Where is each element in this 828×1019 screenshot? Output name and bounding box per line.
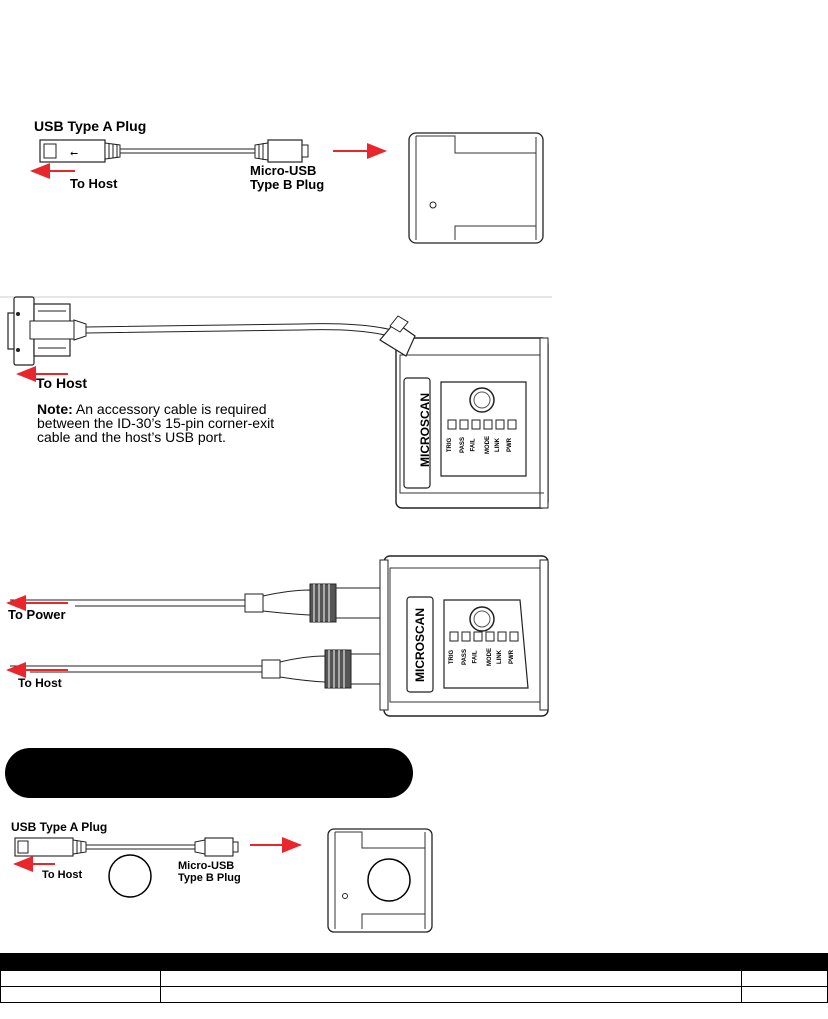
note-text-line3: cable and the host’s USB port. <box>37 429 226 445</box>
id30-reader-side-view <box>408 132 544 244</box>
brand-logo: MICROSCAN <box>413 608 427 682</box>
usb-cable-diagram-1: ⭠ <box>30 132 544 244</box>
m12-cable-diagram <box>6 555 549 717</box>
id30-reader-front-view <box>379 555 549 717</box>
bottom-table <box>0 953 828 1003</box>
serial-cable-diagram <box>7 296 549 509</box>
micro-usb-plug-icon <box>254 139 309 163</box>
table-header-cell <box>160 953 742 971</box>
accessory-cable-note: Note: An accessory cable is required bet… <box>37 402 274 444</box>
callout-circle <box>108 854 152 898</box>
to-host-label: To Host <box>18 676 62 690</box>
table-header-cell <box>0 953 161 971</box>
table-cell <box>0 986 161 1003</box>
table-header-row <box>0 953 828 971</box>
db-connector-icon <box>7 296 87 366</box>
table-cell <box>160 970 742 987</box>
led-label-trig: TRIG <box>447 437 454 453</box>
led-label-pwr: PWR <box>507 438 513 452</box>
led-indicators <box>449 631 519 642</box>
table-row <box>0 970 828 987</box>
usb-a-plug-icon <box>14 837 87 857</box>
led-label-link: LINK <box>495 438 501 452</box>
table-header-cell <box>741 953 828 971</box>
usb-a-plug-label: USB Type A Plug <box>34 118 147 134</box>
led-label-mode: MODE <box>485 436 491 454</box>
led-label-pass: PASS <box>461 649 468 665</box>
table-cell <box>0 970 161 987</box>
led-label-pass: PASS <box>459 437 466 453</box>
note-text-line1: An accessory cable is required <box>75 401 267 417</box>
usb-cable-diagram-2 <box>13 828 433 933</box>
led-label-link: LINK <box>497 650 503 664</box>
led-label-mode: MODE <box>487 648 493 666</box>
brand-logo: MICROSCAN <box>418 393 432 467</box>
micro-usb-plug-icon <box>194 837 239 857</box>
table-row <box>0 986 828 1003</box>
led-label-trig: TRIG <box>449 649 456 665</box>
micro-usb-label-line2: Type B Plug <box>250 177 325 192</box>
note-label: Note: <box>37 401 73 417</box>
led-indicators <box>447 419 517 430</box>
led-label-fail: FAIL <box>470 438 477 452</box>
table-cell <box>741 970 828 987</box>
redacted-banner <box>5 748 413 798</box>
to-host-label: To Host <box>36 375 88 391</box>
micro-usb-label-line1: Micro-USB <box>250 163 317 178</box>
note-text-line2: between the ID-30’s 15-pin corner-exit <box>37 415 275 431</box>
led-label-fail: FAIL <box>472 650 479 664</box>
to-host-label: To Host <box>42 869 83 881</box>
micro-usb-label: Micro-USB Type B Plug <box>250 164 324 192</box>
host-connector-icon <box>261 649 383 689</box>
to-host-label: To Host <box>70 176 118 191</box>
usb-a-plug-label: USB Type A Plug <box>11 820 108 834</box>
svg-text:⭠: ⭠ <box>70 148 78 159</box>
id30-reader-front-view <box>379 315 549 509</box>
power-connector-icon <box>244 583 383 623</box>
micro-usb-label-line2: Type B Plug <box>178 872 241 884</box>
callout-circle <box>367 858 411 902</box>
table-cell <box>160 986 742 1003</box>
table-cell <box>741 986 828 1003</box>
to-power-label: To Power <box>8 607 66 622</box>
usb-a-plug-icon: ⭠ <box>39 139 121 163</box>
micro-usb-label: Micro-USB Type B Plug <box>178 860 241 884</box>
led-label-pwr: PWR <box>509 650 515 664</box>
micro-usb-label-line1: Micro-USB <box>178 860 235 872</box>
